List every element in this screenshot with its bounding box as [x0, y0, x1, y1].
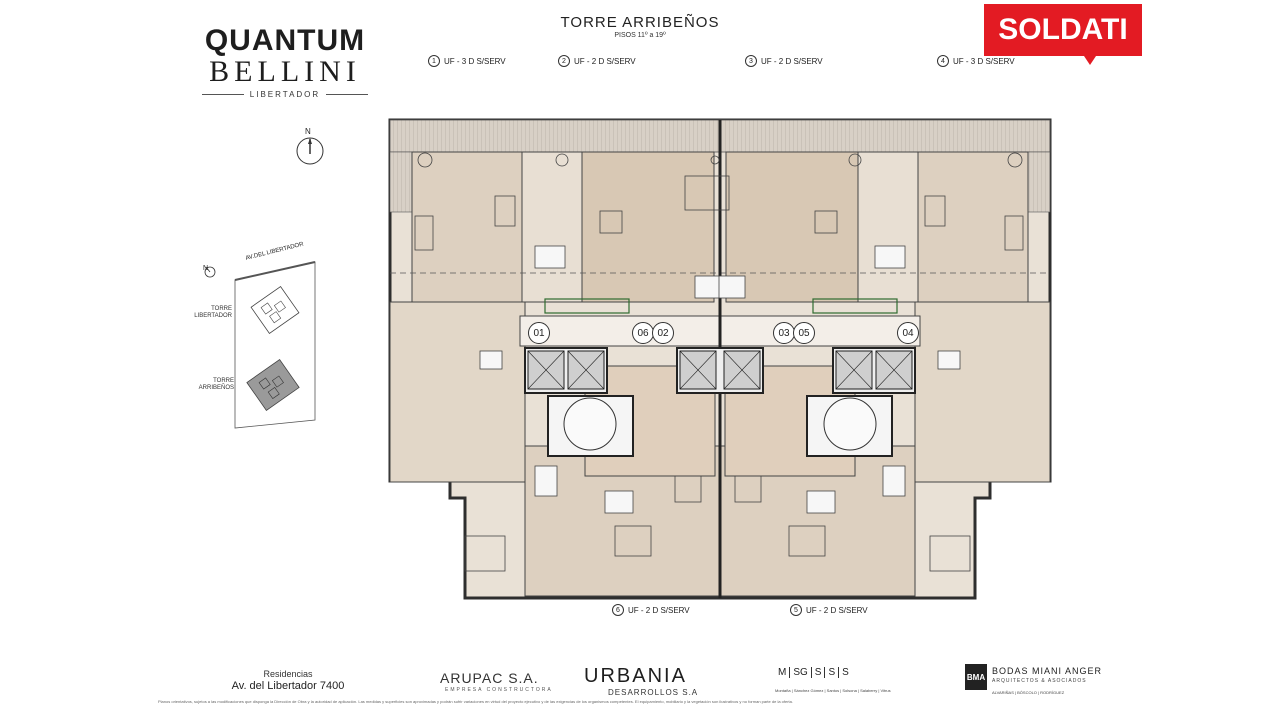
brand-line-1: QUANTUM	[204, 24, 366, 57]
compass-icon	[296, 137, 324, 165]
location-north: N	[203, 265, 209, 272]
core-left	[524, 347, 634, 457]
urbania-logo: URBANIA	[584, 665, 687, 687]
unit-4-bedrooms	[914, 301, 1051, 483]
terrace-right	[1027, 151, 1051, 213]
soldati-logo[interactable]: SOLDATI	[984, 4, 1142, 56]
unit-tag-06: 06	[632, 322, 654, 344]
unit-1-service	[521, 151, 583, 303]
msgsss-logo: M SG S S S	[775, 667, 852, 678]
unit-1-area	[411, 151, 523, 303]
location-tower-1: TORRE LIBERTADOR	[194, 306, 232, 319]
brand-logo: QUANTUM BELLINI LIBERTADOR	[195, 26, 375, 99]
unit-tag-01: 01	[528, 322, 550, 344]
plan-title: TORRE ARRIBEÑOS	[560, 14, 720, 31]
unit-4-area	[917, 151, 1029, 303]
furniture	[414, 152, 1024, 572]
bathrooms	[479, 245, 961, 514]
core-center	[676, 347, 764, 394]
soldati-logo-tip	[1084, 56, 1096, 65]
compass-label: N	[305, 127, 311, 136]
unit-tag-02: 02	[652, 322, 674, 344]
unit-4-service	[857, 151, 919, 303]
unit-tag-03: 03	[773, 322, 795, 344]
disclaimer: Planos orientativos, sujetos a las modif…	[158, 699, 794, 704]
arupac-logo: ARUPAC S.A.	[440, 670, 539, 686]
bma-mark: BMA	[965, 664, 987, 690]
urbania-subtitle: DESARROLLOS S.A	[608, 688, 699, 697]
brand-line-3: LIBERTADOR	[249, 90, 321, 99]
location-tower-2: TORRE ARRIBEÑOS	[198, 378, 234, 391]
unit-tag-05: 05	[793, 322, 815, 344]
unit-tag-04: 04	[897, 322, 919, 344]
bma-partners: ALVARIÑAS | BÓSCOLO | RODRÍGUEZ	[992, 690, 1065, 695]
unit-1-bedrooms	[389, 301, 526, 483]
floor-plan	[388, 118, 1052, 600]
arupac-subtitle: EMPRESA CONSTRUCTORA	[445, 687, 553, 693]
footer-address: Av. del Libertador 7400	[231, 680, 345, 692]
location-map	[204, 261, 316, 429]
shaft-right	[812, 298, 898, 314]
unit-2-area	[581, 151, 715, 303]
plan-subtitle: PISOS 11º a 19º	[614, 32, 666, 39]
brand-line-2: BELLINI	[209, 55, 361, 88]
core-right	[806, 347, 916, 457]
terrace-left	[389, 151, 413, 213]
bma-subtitle: ARQUITECTOS & ASOCIADOS	[992, 678, 1087, 684]
msgsss-names: Montaña | Sánchez Gómez | Santos | Solso…	[775, 688, 891, 693]
bma-name: BODAS MIANI ANGER	[992, 666, 1103, 676]
shaft-left	[544, 298, 630, 314]
unit-3-area	[725, 151, 859, 303]
footer-residencias: Residencias	[263, 669, 313, 679]
